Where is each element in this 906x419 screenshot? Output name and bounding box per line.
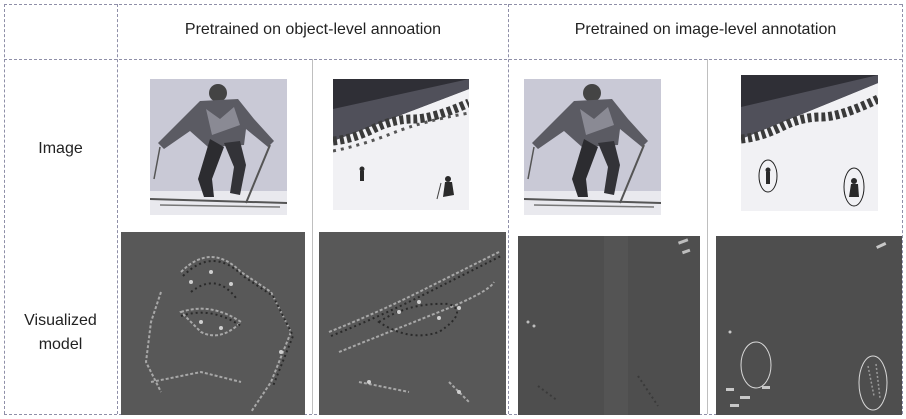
label-column-divider bbox=[117, 4, 118, 414]
photo-skier-closeup-1 bbox=[150, 79, 287, 215]
annotation-circle-right bbox=[843, 167, 865, 207]
photo-two-skiers-circled-4 bbox=[741, 75, 878, 211]
vis-annotation-circle-right bbox=[858, 355, 888, 411]
header-image-level: Pretrained on image-level annotation bbox=[574, 21, 837, 38]
annotation-circle-left bbox=[758, 159, 778, 193]
visualization-object-level-1 bbox=[121, 232, 305, 415]
photo-two-skiers-2 bbox=[333, 79, 469, 210]
right-border bbox=[902, 4, 903, 414]
top-border bbox=[4, 4, 902, 5]
group-divider bbox=[508, 4, 509, 414]
vis-annotation-circle-left bbox=[740, 341, 772, 389]
row-label-image: Image bbox=[38, 140, 83, 157]
visualization-image-level-4 bbox=[716, 236, 902, 415]
photo-skier-closeup-3 bbox=[524, 79, 661, 215]
visualization-object-level-2 bbox=[319, 232, 506, 415]
left-border bbox=[4, 4, 5, 414]
visualization-image-level-3 bbox=[518, 236, 700, 415]
header-object-level: Pretrained on object-level annoation bbox=[184, 21, 442, 38]
panel-divider-2 bbox=[707, 59, 708, 414]
row-label-visualized-line2: model bbox=[38, 336, 83, 353]
header-separator bbox=[4, 59, 902, 60]
row-label-visualized-line1: Visualized bbox=[24, 312, 97, 329]
row-label-visualized: Visualized model bbox=[4, 309, 117, 357]
panel-divider-1 bbox=[312, 59, 313, 414]
